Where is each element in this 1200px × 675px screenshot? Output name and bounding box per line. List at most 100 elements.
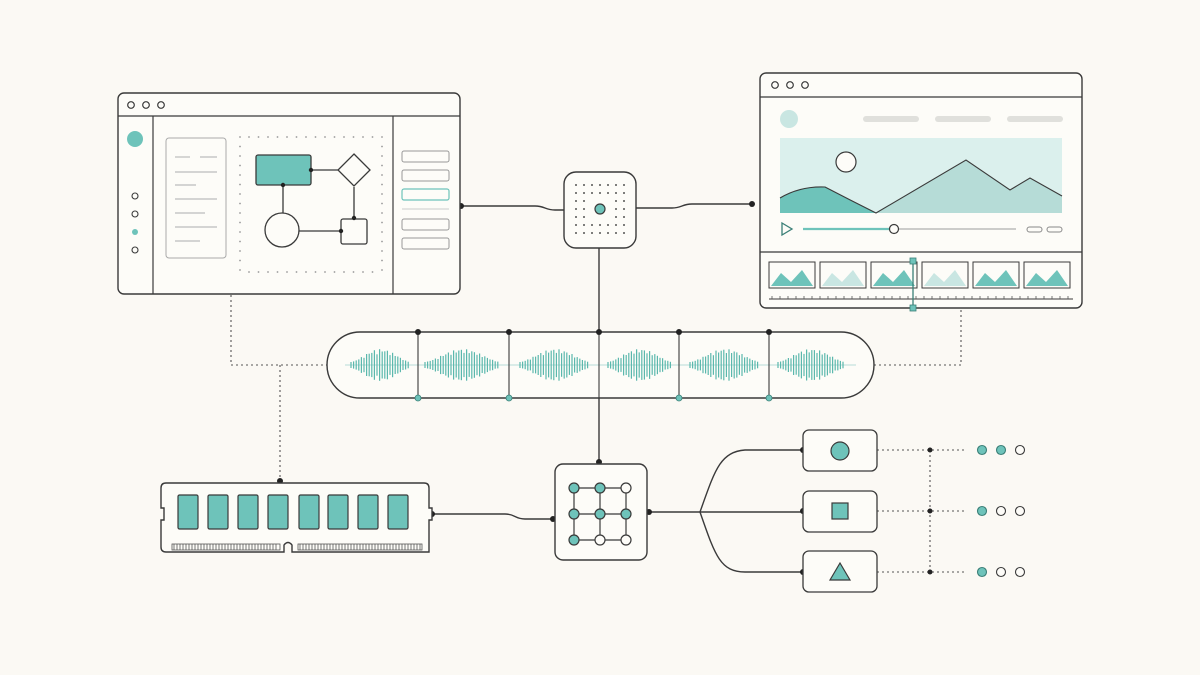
- grid-dot: [295, 136, 298, 138]
- chip-dot: [575, 216, 577, 218]
- radio-icon[interactable]: [131, 192, 139, 200]
- timeline-thumbnail[interactable]: [819, 261, 867, 289]
- mountain-outline: [779, 159, 1063, 214]
- toggle-pill[interactable]: [1026, 226, 1043, 233]
- matrix-node[interactable]: [554, 463, 648, 561]
- left-window[interactable]: [117, 92, 461, 295]
- window-control-dot[interactable]: [127, 101, 135, 109]
- chip-dot: [615, 200, 617, 202]
- right-window[interactable]: [759, 72, 1083, 312]
- toggle-pill[interactable]: [1046, 226, 1063, 233]
- memory-module[interactable]: [160, 482, 433, 553]
- timeline-thumbnail[interactable]: [870, 261, 918, 289]
- progress-handle[interactable]: [888, 223, 900, 235]
- chip-dot: [623, 208, 625, 210]
- matrix-node-dot: [620, 508, 632, 520]
- waveform-markers[interactable]: [414, 329, 773, 402]
- grid-dot: [333, 271, 336, 273]
- timeline-thumbnail[interactable]: [921, 261, 969, 289]
- circle-icon: [830, 441, 850, 461]
- window-control-dot[interactable]: [142, 101, 150, 109]
- play-icon[interactable]: [781, 221, 794, 237]
- waveform-marker[interactable]: [675, 329, 683, 402]
- step-square-icon[interactable]: [340, 218, 368, 245]
- waveform-marker[interactable]: [414, 329, 422, 402]
- timeline-thumbnails[interactable]: [768, 261, 1071, 289]
- chip-dot: [599, 192, 601, 194]
- status-indicator: [1014, 505, 1026, 517]
- grid-dot: [239, 231, 241, 233]
- grid-dot: [257, 271, 260, 273]
- radio-icon[interactable]: [131, 210, 139, 218]
- matrix-grid-nodes: [568, 482, 632, 546]
- grid-dot: [305, 136, 307, 138]
- grid-dot: [267, 271, 269, 273]
- text-panel: [165, 137, 227, 259]
- terminal-circle-icon[interactable]: [264, 212, 300, 248]
- grid-dot: [381, 250, 383, 252]
- radio-icon[interactable]: [131, 246, 139, 254]
- triangle-icon: [828, 561, 852, 581]
- inspector-row[interactable]: [401, 218, 450, 231]
- avatar[interactable]: [780, 110, 798, 128]
- nav-item[interactable]: [863, 116, 919, 122]
- waveform-icon: [350, 349, 844, 381]
- timeline-thumbnail[interactable]: [1023, 261, 1071, 289]
- matrix-node-dot: [568, 482, 580, 494]
- matrix-node-dot: [620, 482, 632, 494]
- thumbnail-mountain: [873, 270, 915, 286]
- window-control-dot[interactable]: [786, 81, 794, 89]
- grid-dot: [381, 259, 383, 262]
- matrix-node-dot: [594, 534, 606, 546]
- sun-icon: [835, 151, 857, 173]
- matrix-node-dot: [568, 534, 580, 546]
- inspector-row-active[interactable]: [401, 188, 450, 201]
- nav-item[interactable]: [935, 116, 991, 122]
- nav-item[interactable]: [1007, 116, 1063, 122]
- grid-dot: [239, 174, 241, 176]
- playhead-handle-bottom[interactable]: [909, 304, 917, 312]
- chip-dot: [583, 216, 585, 218]
- window-control-dot[interactable]: [771, 81, 779, 89]
- window-control-dot[interactable]: [801, 81, 809, 89]
- grid-dot: [381, 183, 383, 186]
- grid-dot: [381, 164, 383, 167]
- accent-dot-icon[interactable]: [127, 131, 143, 147]
- waveform-marker[interactable]: [596, 329, 602, 398]
- grid-dot: [239, 136, 241, 138]
- inspector-row[interactable]: [401, 237, 450, 250]
- chip-dot: [615, 184, 617, 186]
- hub-node[interactable]: [563, 171, 637, 249]
- connector-left-window-to-hub: [461, 205, 564, 211]
- grid-dot: [239, 193, 241, 195]
- grid-dot: [276, 136, 279, 138]
- chip-dot: [583, 200, 585, 202]
- chip-dot: [591, 224, 593, 226]
- output-nodes[interactable]: [802, 429, 878, 593]
- chip-dot: [591, 184, 593, 186]
- grid-dot: [239, 250, 241, 252]
- decision-diamond-icon[interactable]: [337, 153, 371, 187]
- waveform-bar[interactable]: [326, 329, 875, 402]
- process-box-icon[interactable]: [255, 154, 312, 186]
- active-dot-icon[interactable]: [132, 229, 138, 235]
- inspector-row[interactable]: [401, 169, 450, 182]
- waveform-marker[interactable]: [505, 329, 513, 402]
- mountain-icon: [876, 160, 1062, 213]
- grid-dot: [239, 221, 241, 224]
- grid-dot: [239, 145, 241, 148]
- thumbnail-mountain: [975, 270, 1017, 286]
- grid-dot: [305, 271, 307, 273]
- chip-dot: [615, 224, 617, 226]
- flowchart[interactable]: [255, 153, 371, 248]
- chip-dot: [607, 192, 609, 194]
- window-control-dot[interactable]: [157, 101, 165, 109]
- inspector-row[interactable]: [401, 150, 450, 163]
- chip-dot: [623, 232, 625, 234]
- timeline-thumbnail[interactable]: [972, 261, 1020, 289]
- grid-dot: [333, 136, 336, 138]
- waveform-marker[interactable]: [765, 329, 773, 402]
- grid-dot: [371, 271, 374, 273]
- playhead-handle-top[interactable]: [909, 257, 917, 265]
- timeline-thumbnail[interactable]: [768, 261, 816, 289]
